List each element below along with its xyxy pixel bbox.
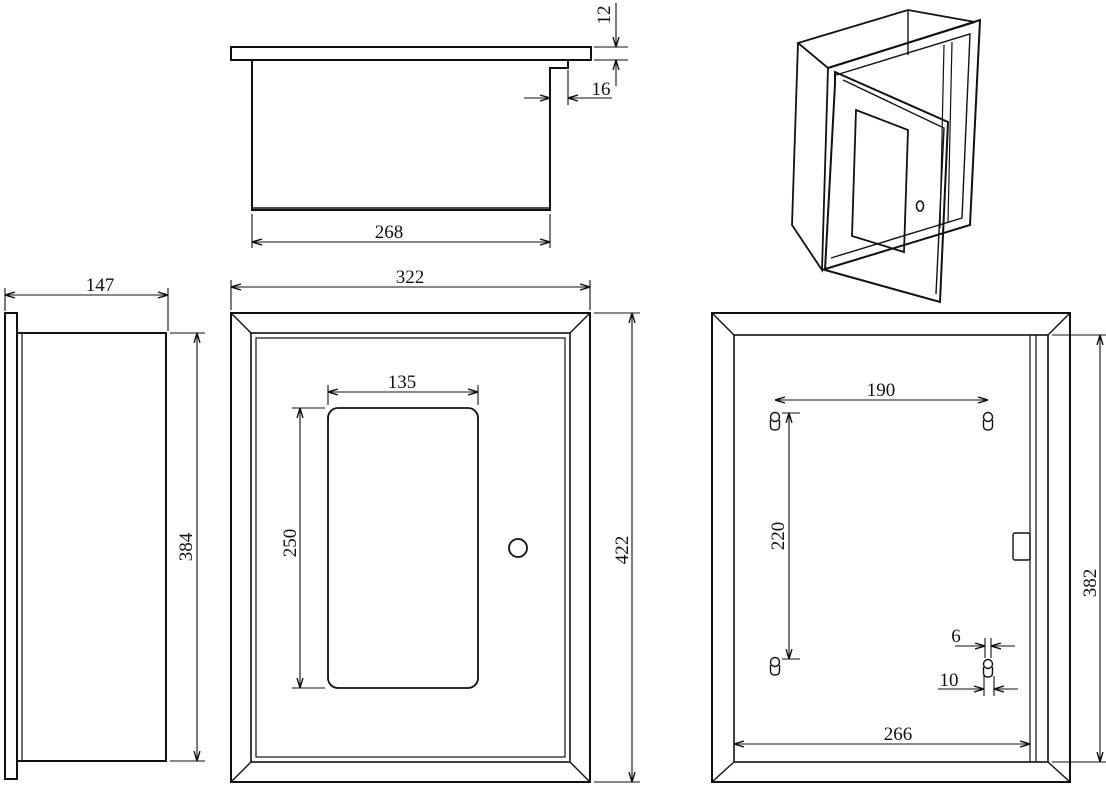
dim-top-depth: 268 <box>375 222 404 243</box>
dim-window-height: 250 <box>280 529 301 558</box>
dim-hole-spacing-y: 220 <box>768 522 789 551</box>
front-frame-inner <box>250 332 571 763</box>
keyhole-icon <box>982 658 994 678</box>
dim-front-height: 422 <box>612 536 633 565</box>
front-frame-outer <box>230 312 591 783</box>
dim-keyhole-height: 10 <box>940 670 959 691</box>
side-view-flange <box>4 312 18 780</box>
dim-side-height: 384 <box>176 532 197 561</box>
dim-back-width: 266 <box>884 724 913 745</box>
dim-hole-spacing-x: 190 <box>867 380 896 401</box>
top-view-body <box>251 60 569 211</box>
dim-front-width: 322 <box>396 267 425 288</box>
dim-back-height: 382 <box>1080 569 1101 598</box>
iso-lock-icon <box>915 200 925 212</box>
keyhole-icon <box>769 411 781 431</box>
dim-side-depth: 147 <box>86 275 115 296</box>
top-view-flange <box>230 46 592 61</box>
iso-window <box>851 108 909 254</box>
viewing-window <box>327 407 479 689</box>
iso-door <box>823 70 950 304</box>
latch <box>1012 532 1031 561</box>
dim-top-thickness: 12 <box>594 6 615 25</box>
back-frame-inner <box>733 334 1049 763</box>
keyhole-icon <box>982 411 994 431</box>
dim-window-width: 135 <box>388 372 417 393</box>
lock-icon <box>508 538 528 558</box>
side-view: 147 384 <box>4 275 205 780</box>
front-view: 322 135 250 422 <box>230 267 640 783</box>
back-view: 190 220 6 10 266 382 <box>711 312 1106 783</box>
back-frame-outer <box>711 312 1071 783</box>
side-view-body <box>16 332 167 762</box>
keyhole-icon <box>769 656 781 676</box>
dim-top-offset: 16 <box>592 79 611 100</box>
isometric-view <box>791 9 982 304</box>
dim-keyhole-width: 6 <box>951 626 961 647</box>
top-view: 12 16 268 <box>230 3 628 248</box>
